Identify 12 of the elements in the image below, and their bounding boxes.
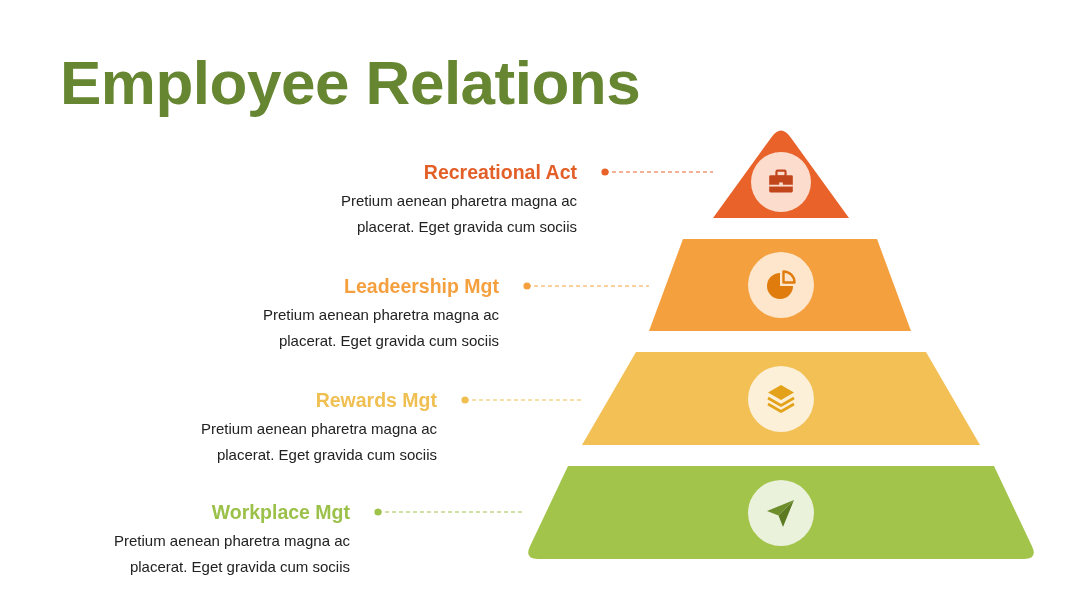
leader-line: [523, 282, 650, 290]
leader-line: [461, 396, 583, 404]
leader-line: [601, 168, 714, 176]
heading: Workplace Mgt: [211, 501, 350, 523]
description-text: Pretium aenean pharetra magna ac placerat. Eget gravida cum sociis: [113, 531, 350, 577]
heading: Rewards Mgt: [315, 389, 437, 411]
heading: Leadeership Mgt: [344, 275, 499, 297]
leader-line: [374, 508, 525, 516]
description-text: Pretium aenean pharetra magna ac placerat. Eget gravida cum sociis: [200, 419, 437, 465]
heading: Recreational Act: [423, 161, 577, 183]
description-text: Pretium aenean pharetra magna ac placerat. Eget gravida cum sociis: [262, 305, 499, 351]
description-text: Pretium aenean pharetra magna ac placerat. Eget gravida cum sociis: [340, 191, 577, 237]
